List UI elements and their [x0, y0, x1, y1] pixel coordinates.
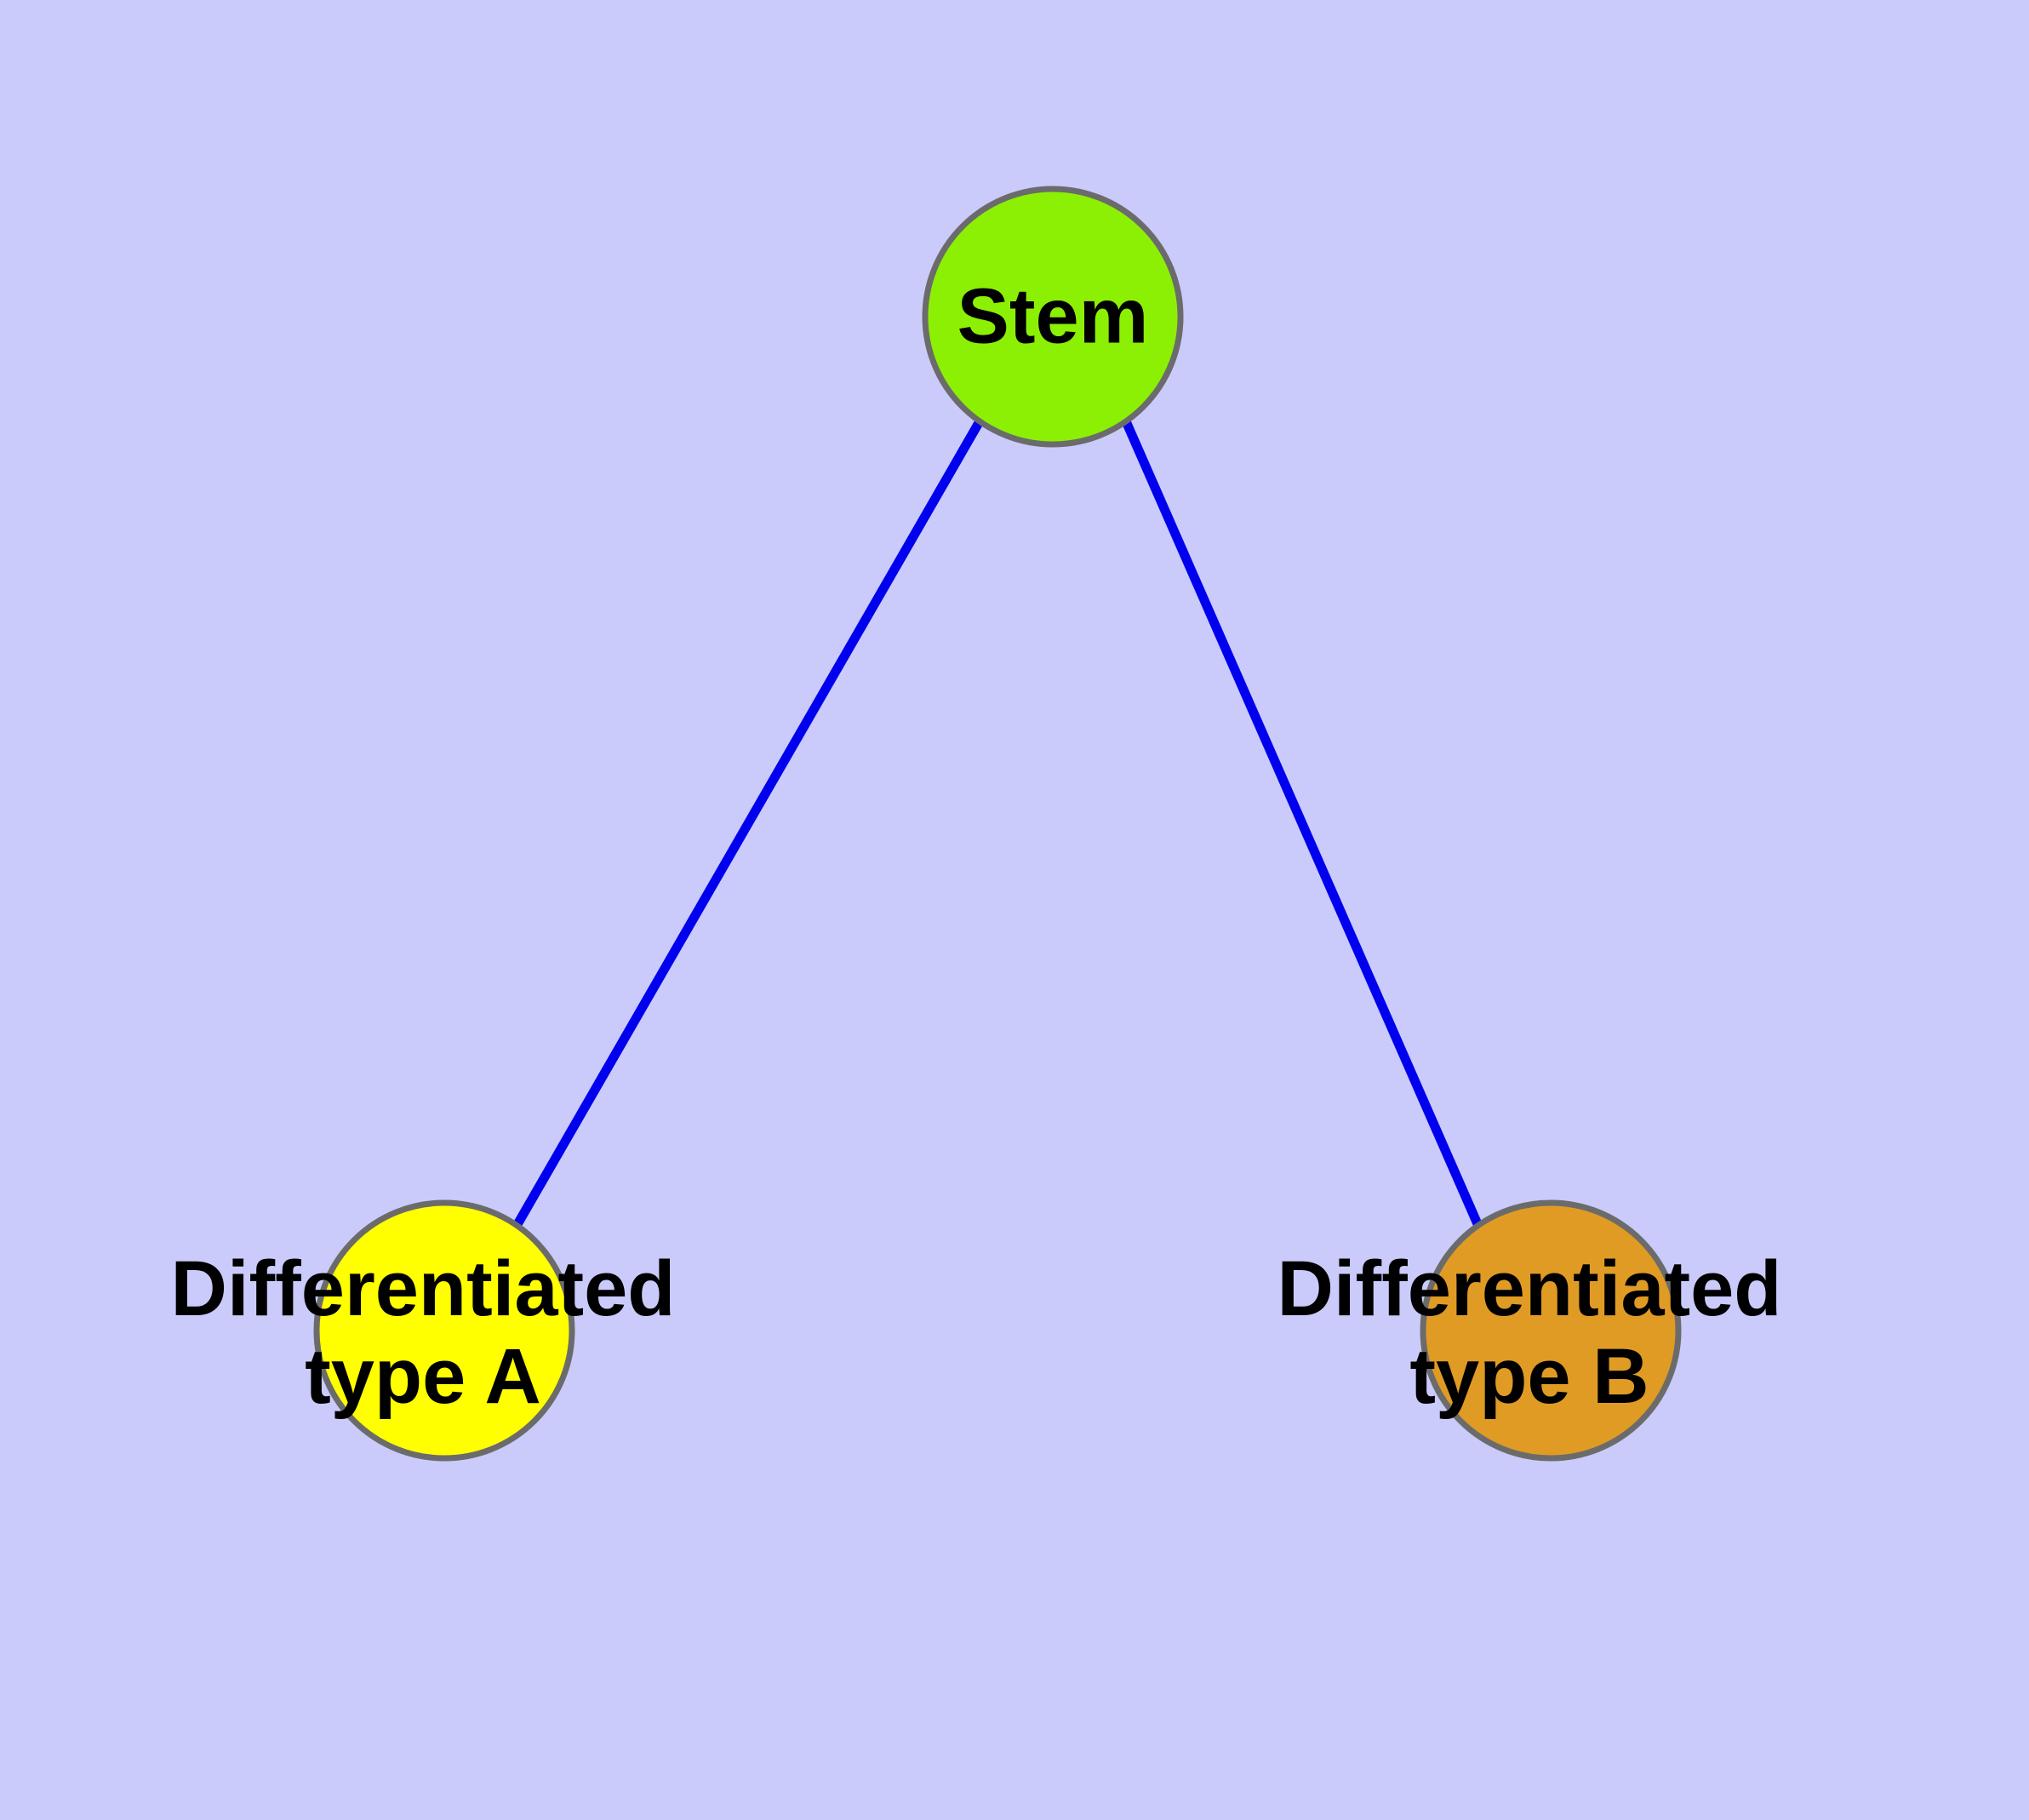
nodes-layer — [313, 186, 1682, 1462]
edge-stem-to-differentiated-type-b — [1121, 419, 1483, 1228]
node-differentiated-type-b[interactable] — [1420, 1199, 1682, 1462]
node-stem[interactable] — [922, 186, 1184, 448]
edge-stem-to-differentiated-type-a — [512, 419, 984, 1228]
edges-layer — [512, 419, 1483, 1228]
node-differentiated-type-a[interactable] — [313, 1199, 575, 1462]
